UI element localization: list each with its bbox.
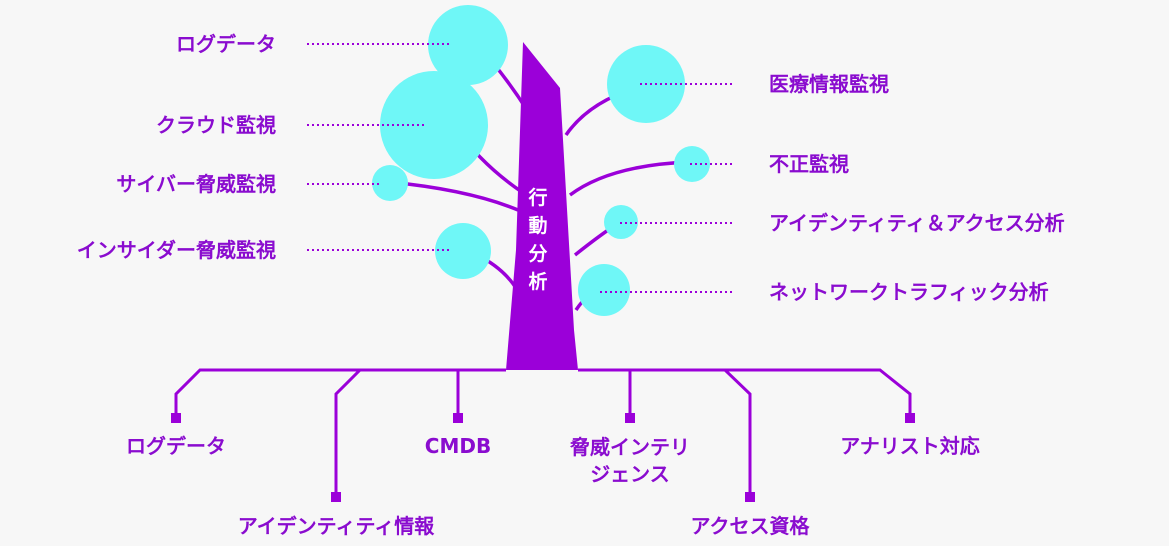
root-label-log-data: ログデータ <box>126 434 226 458</box>
root-node-cmdb <box>453 413 463 423</box>
label-cloud-monitoring: クラウド監視 <box>156 113 276 137</box>
root-path-log <box>174 368 506 418</box>
root-label-identity-info: アイデンティティ情報 <box>237 514 435 538</box>
root-path-identity <box>334 368 506 497</box>
root-label-cmdb: CMDB <box>424 434 492 458</box>
label-network-traffic: ネットワークトラフィック分析 <box>769 280 1049 304</box>
leaf-cloud <box>380 71 488 179</box>
root-label-analyst-response: アナリスト対応 <box>840 434 980 458</box>
label-insider-threat: インサイダー脅威監視 <box>76 238 276 262</box>
root-node-analyst <box>905 413 915 423</box>
leaf-network <box>578 264 630 316</box>
branch-cyber <box>389 180 519 212</box>
leaf-cyber <box>372 165 408 201</box>
label-medical: 医療情報監視 <box>769 72 889 96</box>
leaf-log-data <box>428 5 508 85</box>
trunk-char-3: 分 <box>528 243 548 265</box>
trunk <box>506 42 578 370</box>
root-node-access <box>745 492 755 502</box>
root-path-analyst <box>578 368 912 418</box>
trunk-char-1: 行 <box>528 187 548 209</box>
label-cyber-threat: サイバー脅威監視 <box>116 172 276 196</box>
label-fraud: 不正監視 <box>769 152 849 176</box>
root-node-identity <box>331 492 341 502</box>
label-log-data: ログデータ <box>176 32 276 56</box>
root-path-threat <box>578 368 632 418</box>
leaf-insider <box>435 223 491 279</box>
branch-fraud <box>568 160 691 197</box>
root-label-access-qualification: アクセス資格 <box>690 514 810 538</box>
trunk-char-2: 動 <box>528 215 548 237</box>
root-node-log <box>171 413 181 423</box>
trunk-char-4: 析 <box>528 271 548 293</box>
label-identity-access: アイデンティティ＆アクセス分析 <box>769 211 1065 235</box>
root-node-threat <box>625 413 635 423</box>
root-label-threat-intel: 脅威インテリ ジェンス <box>570 435 690 486</box>
